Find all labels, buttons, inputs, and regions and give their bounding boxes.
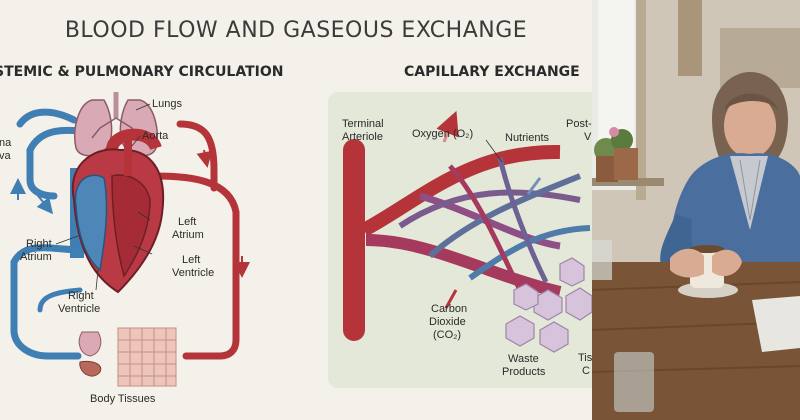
vena-cava-label-line2: va (0, 150, 11, 162)
tissue-cells-icon (505, 257, 592, 353)
left-ventricle-label-line1: Left (182, 254, 201, 266)
lungs-label: Lungs (152, 98, 182, 110)
tissue-cells-label-line2: C (582, 365, 590, 377)
right-atrium-label-line1: Right (26, 238, 52, 250)
heart-icon (70, 128, 165, 294)
left-atrium-label-line2: Atrium (172, 229, 204, 241)
flow-arrow-icon (29, 185, 54, 215)
woman-with-tea-photo (592, 0, 800, 420)
carbon-dioxide-label-line1: Carbon (431, 303, 468, 315)
nutrients-label: Nutrients (505, 132, 550, 144)
circulation-section-title: STEMIC & PULMONARY CIRCULATION (0, 64, 284, 80)
vena-cava-label-line1: na (0, 137, 12, 149)
capillary-section-title: CAPILLARY EXCHANGE (404, 64, 580, 80)
diagram: BLOOD FLOW AND GASEOUS EXCHANGE STEMIC &… (0, 18, 592, 405)
carbon-dioxide-label-line2: Dioxide (429, 316, 466, 328)
right-ventricle-label-line2: Ventricle (58, 303, 101, 315)
aorta-label: Aorta (142, 130, 169, 142)
waste-products-label-line2: Products (502, 366, 546, 378)
flow-arrow-icon (196, 149, 213, 168)
pulmonary-vein-loop (10, 108, 240, 360)
circulation-illustration (10, 92, 592, 387)
right-atrium-label-line2: Atrium (20, 251, 52, 263)
body-tissues-icon (78, 327, 177, 387)
post-capillary-label-line1: Post- (566, 118, 592, 130)
main-title: BLOOD FLOW AND GASEOUS EXCHANGE (64, 18, 528, 43)
waste-products-label-line1: Waste (508, 353, 539, 365)
oxygen-label: Oxygen (O₂) (412, 128, 474, 140)
post-capillary-label-line2: V (584, 131, 592, 143)
terminal-arteriole-label-line1: Terminal (342, 118, 384, 130)
photo-illustration (592, 0, 800, 420)
terminal-arteriole-label-line2: Arteriole (342, 131, 383, 143)
body-tissues-label: Body Tissues (90, 393, 156, 405)
carbon-dioxide-label-line3: (CO₂) (433, 329, 462, 341)
left-atrium-label-line1: Left (178, 216, 197, 228)
capillary-network-icon (343, 110, 591, 341)
right-ventricle-label-line1: Right (68, 290, 94, 302)
tissue-cells-label-line1: Tis (578, 352, 592, 364)
left-ventricle-label-line2: Ventricle (172, 267, 215, 279)
leader-lines (55, 103, 503, 291)
